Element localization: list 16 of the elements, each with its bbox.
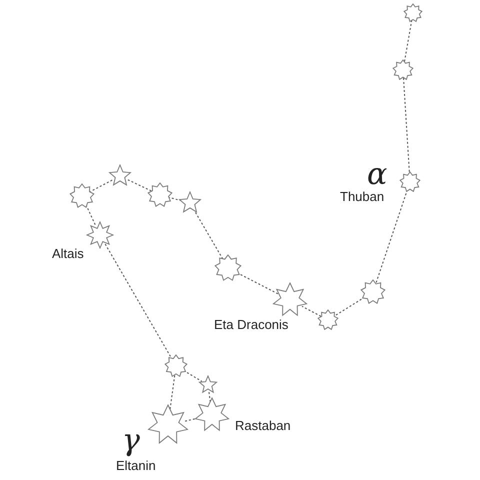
dotted-line <box>86 204 96 226</box>
dotted-line <box>127 179 152 192</box>
dotted-line <box>302 306 322 317</box>
star-name: Thuban <box>340 190 384 203</box>
dotted-line <box>403 78 410 174</box>
star-name: Altais <box>52 247 84 260</box>
star-name: Eltanin <box>116 459 156 472</box>
greek-letter: γ <box>122 426 140 456</box>
dotted-line <box>194 210 224 260</box>
star-name: Rastaban <box>235 419 291 432</box>
star-name: Eta Draconis <box>214 318 288 331</box>
greek-letter: α <box>367 160 388 190</box>
dotted-line <box>104 244 172 359</box>
dotted-line <box>90 180 113 192</box>
dotted-line <box>170 374 176 410</box>
dotted-line <box>404 20 412 63</box>
